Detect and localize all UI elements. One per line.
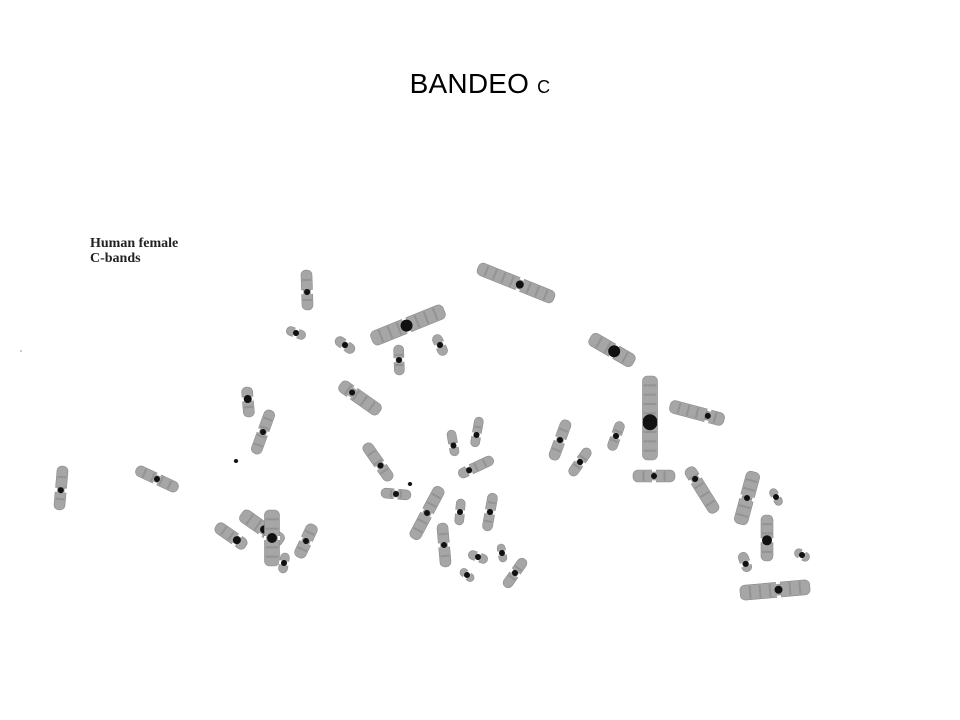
chromosome [241, 386, 255, 418]
chromosome [769, 488, 783, 506]
chromosome [459, 568, 475, 582]
slide-title: BANDEO C [0, 68, 960, 100]
chromosome [446, 429, 460, 457]
chromosome [393, 344, 405, 376]
chromosome [568, 447, 592, 477]
chromosome [760, 514, 774, 562]
chromosome [739, 579, 811, 601]
chromosome [334, 336, 356, 354]
chromosome [214, 522, 248, 550]
chromosome [251, 409, 275, 455]
chromosome [53, 465, 69, 511]
chromosome [278, 552, 290, 574]
chromosome [135, 465, 179, 493]
chromosome [338, 380, 382, 416]
caption-line-1: Human female [90, 236, 179, 251]
chromosome [548, 419, 572, 461]
chromosome [468, 550, 488, 564]
chromosome [300, 269, 314, 311]
chromosome [737, 552, 753, 572]
chromosome [432, 334, 448, 356]
chromosome [684, 466, 720, 514]
chromosome [407, 481, 413, 487]
chromosome [482, 492, 498, 532]
chromosome [294, 523, 318, 559]
chromosome [669, 400, 725, 426]
chromosome [380, 487, 412, 501]
chromosome [794, 548, 810, 562]
chromosome [734, 470, 760, 526]
chromosome [286, 326, 306, 340]
chromosome [496, 543, 508, 563]
chromosome [502, 557, 528, 589]
chromosome [476, 262, 556, 304]
figure-caption: Human female C-bands [90, 236, 178, 266]
chromosome [607, 421, 625, 451]
title-main: BANDEO [409, 68, 530, 99]
chromosome [454, 498, 466, 526]
speck [20, 350, 22, 352]
chromosome [436, 522, 452, 568]
chromosome [632, 469, 676, 483]
chromosome [641, 375, 658, 461]
chromosome [233, 458, 239, 464]
chromosome [263, 509, 280, 567]
chromosome [370, 304, 446, 346]
chromosome [409, 486, 445, 540]
caption-line-2: C-bands [90, 251, 141, 266]
chromosome [470, 416, 484, 448]
chromosome [362, 442, 394, 482]
chromosome [588, 332, 636, 368]
chromosome [458, 455, 494, 479]
title-suffix: C [537, 77, 551, 97]
